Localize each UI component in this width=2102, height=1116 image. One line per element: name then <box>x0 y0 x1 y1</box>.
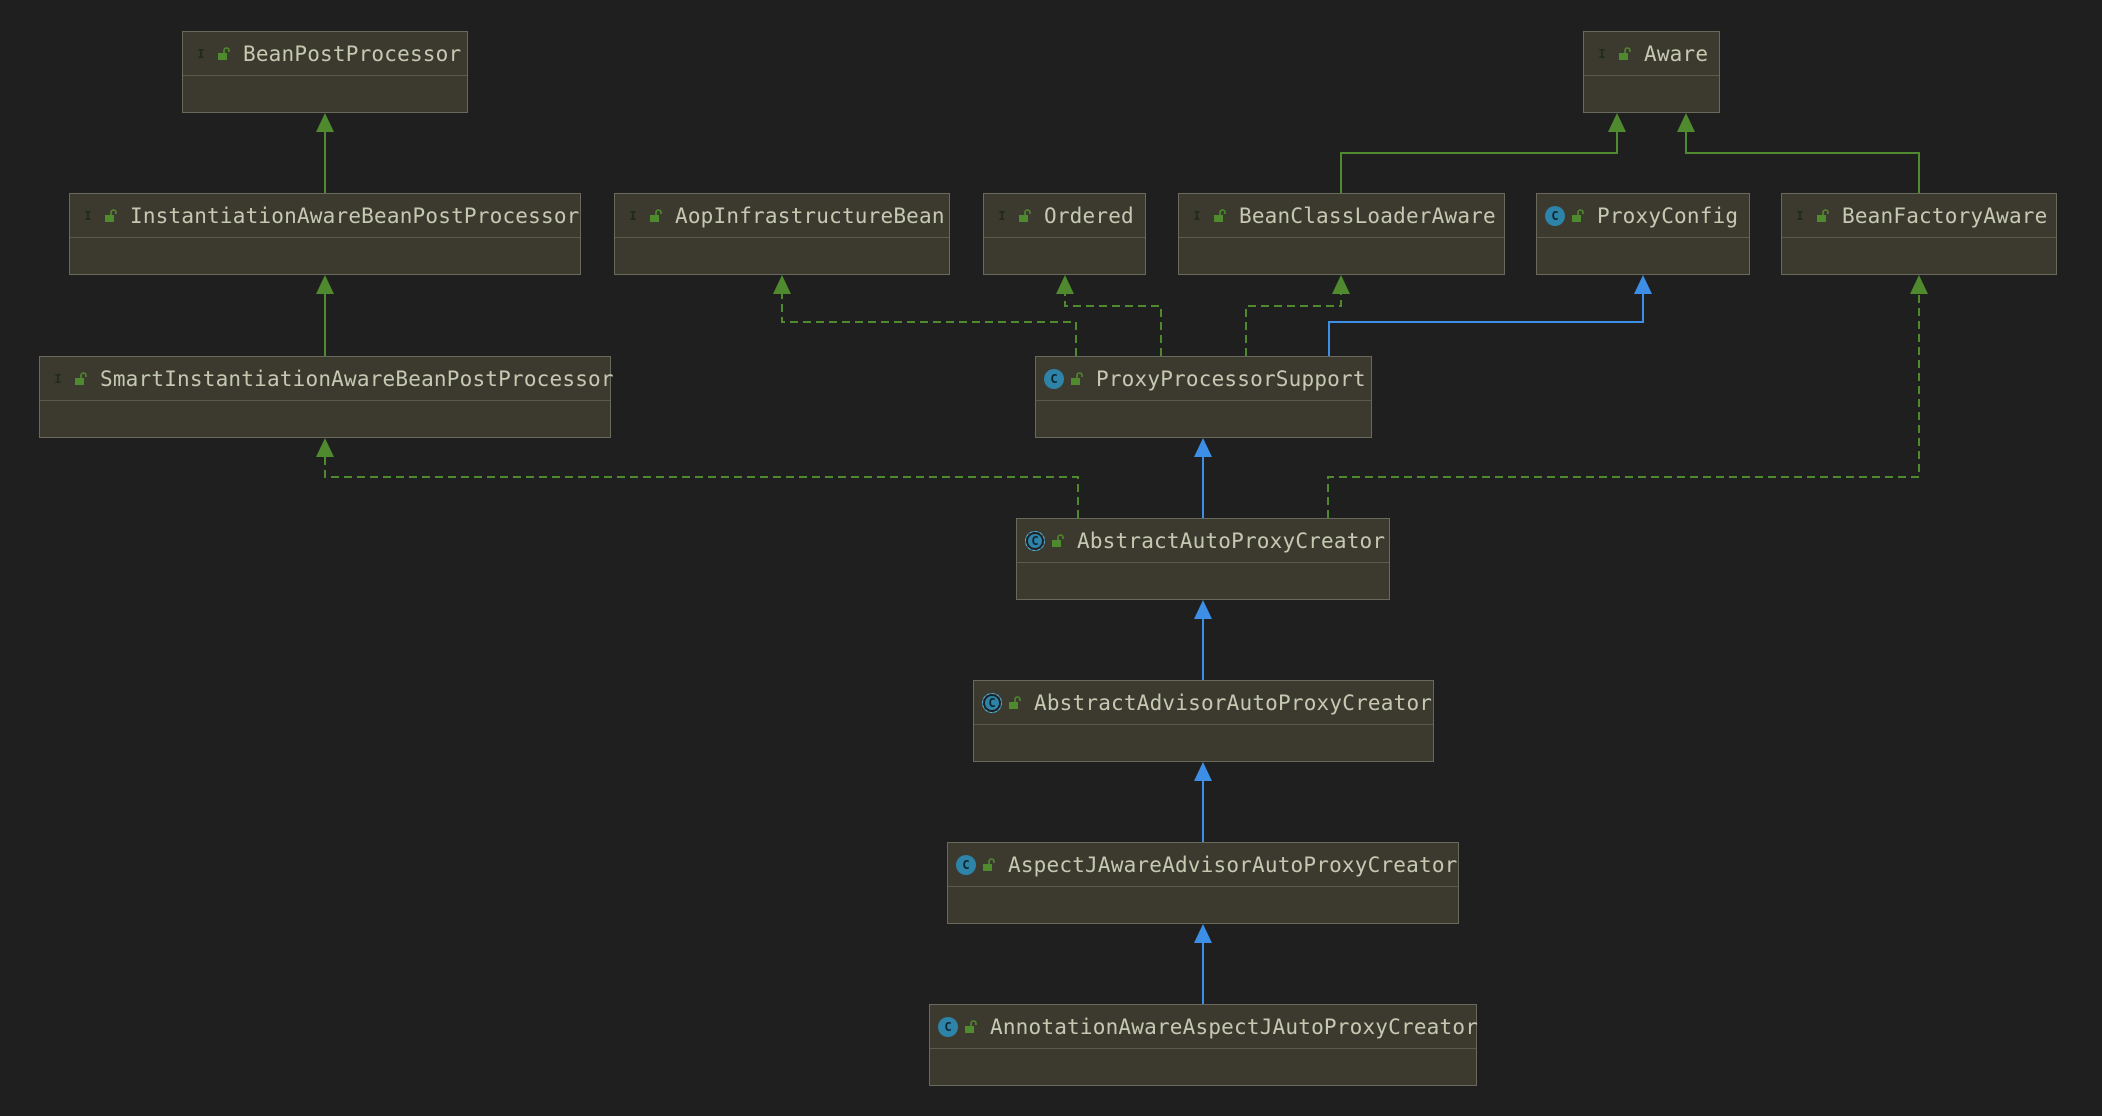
unlock-icon <box>1572 208 1584 222</box>
arrowhead <box>1634 275 1652 294</box>
arrowhead <box>316 275 334 294</box>
node-proxy-config[interactable]: C ProxyConfig <box>1536 193 1750 275</box>
node-name: Ordered <box>1044 203 1134 228</box>
interface-icon: I <box>629 208 637 223</box>
interface-icon: I <box>84 208 92 223</box>
node-bean-class-loader-aware[interactable]: I BeanClassLoaderAware <box>1178 193 1505 275</box>
arrowhead <box>1194 924 1212 943</box>
node-bean-post-processor[interactable]: I BeanPostProcessor <box>182 31 468 113</box>
arrowhead <box>1194 600 1212 619</box>
unlock-icon <box>1052 533 1064 547</box>
class-icon: C <box>1044 368 1064 389</box>
unlock-icon <box>1214 208 1226 222</box>
unlock-icon <box>650 208 662 222</box>
node-name: AspectJAwareAdvisorAutoProxyCreator <box>1008 852 1458 877</box>
arrowhead <box>773 275 791 294</box>
node-name: AnnotationAwareAspectJAutoProxyCreator <box>990 1014 1479 1039</box>
node-instantiation-aware-bean-post-processor[interactable]: I InstantiationAwareBeanPostProcessor <box>69 193 581 275</box>
unlock-icon <box>983 857 995 871</box>
node-aop-infrastructure-bean[interactable]: I AopInfrastructureBean <box>614 193 950 275</box>
unlock-icon <box>1619 46 1631 60</box>
arrowhead <box>1194 762 1212 781</box>
node-name: AbstractAutoProxyCreator <box>1077 528 1386 553</box>
arrowhead <box>1677 113 1695 132</box>
class-icon: C <box>938 1016 958 1037</box>
node-abstract-auto-proxy-creator[interactable]: C AbstractAutoProxyCreator <box>1016 518 1390 600</box>
node-name: AbstractAdvisorAutoProxyCreator <box>1034 690 1433 715</box>
arrowhead <box>1910 275 1928 294</box>
node-abstract-advisor-auto-proxy-creator[interactable]: C AbstractAdvisorAutoProxyCreator <box>973 680 1434 762</box>
unlock-icon <box>75 371 87 385</box>
arrowhead <box>1332 275 1350 294</box>
arrowhead <box>1194 438 1212 457</box>
interface-icon: I <box>54 371 62 386</box>
edge-implements <box>1327 293 1920 518</box>
arrowhead <box>316 113 334 132</box>
node-annotation-aware-aspectj-auto-proxy-creator[interactable]: C AnnotationAwareAspectJAutoProxyCreator <box>929 1004 1479 1086</box>
node-name: BeanClassLoaderAware <box>1239 203 1496 228</box>
unlock-icon <box>1817 208 1829 222</box>
node-aware[interactable]: I Aware <box>1583 31 1720 113</box>
node-name: BeanPostProcessor <box>243 41 462 66</box>
arrowhead <box>1056 275 1074 294</box>
class-icon: C <box>956 854 976 875</box>
node-name: BeanFactoryAware <box>1842 203 2048 228</box>
unlock-icon <box>218 46 230 60</box>
abstract-class-icon: C <box>1025 530 1045 551</box>
interface-icon: I <box>998 208 1006 223</box>
node-name: ProxyConfig <box>1597 203 1739 228</box>
node-proxy-processor-support[interactable]: C ProxyProcessorSupport <box>1035 356 1372 438</box>
node-name: InstantiationAwareBeanPostProcessor <box>130 203 580 228</box>
node-bean-factory-aware[interactable]: I BeanFactoryAware <box>1781 193 2057 275</box>
edge-extends-class <box>1328 293 1644 356</box>
arrowhead <box>1608 113 1626 132</box>
unlock-icon <box>1071 371 1083 385</box>
edge-implements <box>324 456 1079 518</box>
interface-icon: I <box>1193 208 1201 223</box>
node-name: ProxyProcessorSupport <box>1096 366 1366 391</box>
edge-implements <box>1064 293 1162 356</box>
edge-extends-interface <box>1340 131 1618 193</box>
interface-icon: I <box>1598 46 1606 61</box>
class-icon: C <box>1545 205 1565 226</box>
unlock-icon <box>965 1019 977 1033</box>
node-name: SmartInstantiationAwareBeanPostProcessor <box>100 366 614 391</box>
interface-icon: I <box>1796 208 1804 223</box>
node-smart-instantiation-aware-bean-post-processor[interactable]: I SmartInstantiationAwareBeanPostProcesso… <box>39 356 614 438</box>
unlock-icon <box>105 208 117 222</box>
arrowhead <box>316 438 334 457</box>
edge-extends-interface <box>1685 131 1920 193</box>
interface-icon: I <box>197 46 205 61</box>
abstract-class-icon: C <box>982 692 1002 713</box>
unlock-icon <box>1009 695 1021 709</box>
edge-implements <box>1245 293 1342 356</box>
node-aspectj-aware-advisor-auto-proxy-creator[interactable]: C AspectJAwareAdvisorAutoProxyCreator <box>947 842 1459 924</box>
unlock-icon <box>1019 208 1031 222</box>
node-ordered[interactable]: I Ordered <box>983 193 1146 275</box>
edge-implements <box>781 293 1077 356</box>
node-name: Aware <box>1644 41 1709 66</box>
node-name: AopInfrastructureBean <box>675 203 945 228</box>
